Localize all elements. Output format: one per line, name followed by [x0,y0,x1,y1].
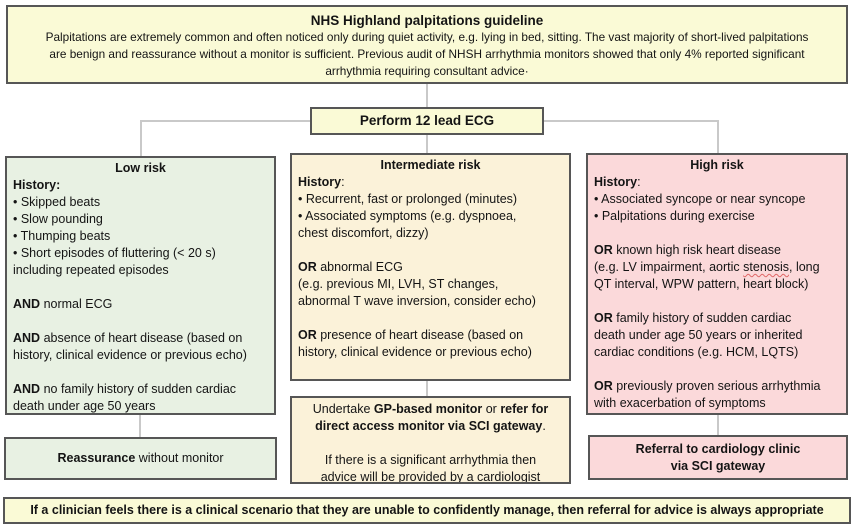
ecg-label: Perform 12 lead ECG [359,113,495,128]
connector-low-to-action [139,415,141,437]
connector-ecg-to-intermediate [426,135,428,155]
footer-advice-text: If a clinician feels there is a clinical… [30,503,824,517]
high-risk-box: High risk History:• Associated syncope o… [586,153,848,415]
connector-ecg-right-vertical [717,120,719,155]
low-risk-criteria: History:• Skipped beats• Slow pounding• … [13,178,247,413]
connector-header-to-ecg [426,84,428,109]
intermediate-risk-box: Intermediate risk History:• Recurrent, f… [290,153,571,381]
low-risk-title: Low risk [115,161,166,175]
high-risk-title: High risk [690,158,744,172]
guideline-description: Palpitations are extremely common and of… [45,30,809,78]
high-risk-criteria: History:• Associated syncope or near syn… [594,175,821,410]
connector-intermediate-to-action [426,381,428,396]
connector-high-to-action [717,415,719,435]
guideline-title: NHS Highland palpitations guideline [310,13,544,28]
connector-ecg-left-horizontal [140,120,312,122]
low-risk-box: Low risk History:• Skipped beats• Slow p… [5,156,276,415]
low-risk-action: Reassurance without monitor [57,451,224,465]
intermediate-risk-title: Intermediate risk [380,158,481,172]
connector-ecg-right-horizontal [542,120,719,122]
header-box: NHS Highland palpitations guideline Palp… [6,5,848,84]
low-risk-action-box: Reassurance without monitor [4,437,277,480]
intermediate-risk-criteria: History:• Recurrent, fast or prolonged (… [298,175,536,359]
footer-box: If a clinician feels there is a clinical… [3,497,851,524]
ecg-box: Perform 12 lead ECG [310,107,544,135]
connector-ecg-left-vertical [140,120,142,158]
